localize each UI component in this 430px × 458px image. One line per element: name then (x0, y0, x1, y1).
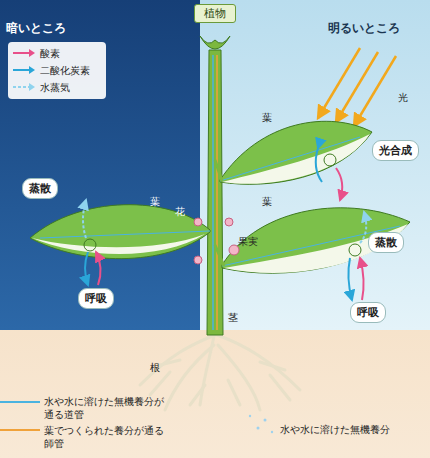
process-label: 光合成 (379, 143, 412, 158)
part-label: 葉 (262, 112, 272, 124)
process-bubble: 蒸散 (22, 178, 58, 199)
part-label: 根 (150, 362, 160, 374)
part-label: 茎 (228, 312, 238, 324)
legend-row: 二酸化炭素 (12, 62, 102, 79)
part-label: 水や水に溶けた無機養分 (280, 424, 390, 436)
legend-sample (12, 65, 40, 76)
legend-sample (12, 82, 40, 93)
title-box: 植物 (194, 4, 236, 23)
process-bubble: 呼吸 (78, 288, 114, 309)
process-label: 呼吸 (357, 305, 379, 320)
process-bubble: 蒸散 (368, 232, 404, 253)
legend-text: 葉でつくられた養分が通る師管 (44, 425, 169, 450)
part-label: 花 (175, 206, 185, 218)
process-bubble: 呼吸 (350, 302, 386, 323)
legend-text: 水蒸気 (40, 81, 70, 95)
part-label: 光 (398, 92, 408, 104)
process-label: 呼吸 (85, 291, 107, 306)
process-label: 蒸散 (375, 235, 397, 250)
legend-row: 酸素 (12, 45, 102, 62)
legend-row: 水や水に溶けた無機養分が通る道管 (44, 396, 169, 421)
process-label: 蒸散 (29, 181, 51, 196)
legend-text: 酸素 (40, 47, 60, 61)
legend-row: 水蒸気 (12, 79, 102, 96)
legend-sample (12, 48, 40, 59)
part-label: 葉 (262, 196, 272, 208)
region-heading: 暗いところ (6, 20, 66, 37)
process-bubble: 光合成 (372, 140, 419, 161)
region-panel: 明るいところ光合成蒸散呼吸 (200, 0, 430, 330)
legend-box: 酸素二酸化炭素水蒸気 (8, 42, 106, 99)
legend-row: 葉でつくられた養分が通る師管 (44, 425, 169, 450)
legend-text: 二酸化炭素 (40, 64, 90, 78)
region-heading: 明るいところ (328, 20, 400, 37)
legend-text: 水や水に溶けた無機養分が通る道管 (44, 396, 169, 421)
part-label: 果実 (238, 236, 258, 248)
part-label: 葉 (150, 196, 160, 208)
